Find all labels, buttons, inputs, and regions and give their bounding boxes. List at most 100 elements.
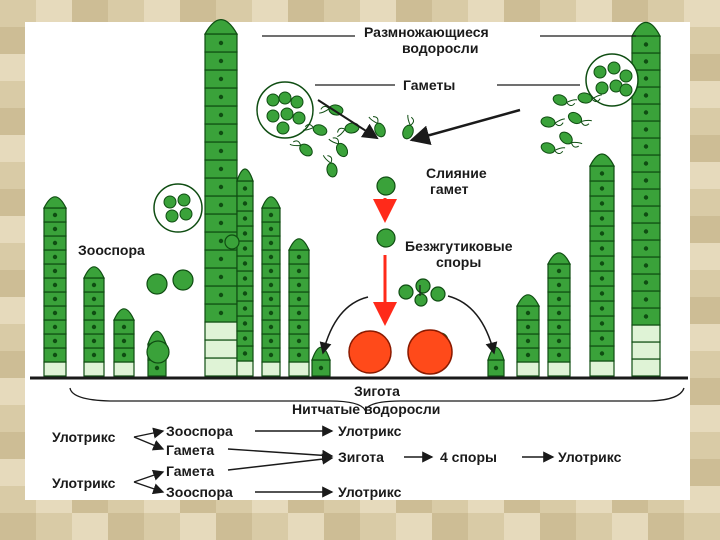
cell-nucleus bbox=[268, 254, 274, 260]
bg-tile bbox=[684, 297, 720, 324]
cell-nucleus bbox=[218, 238, 224, 244]
filament-tip bbox=[83, 266, 105, 279]
young-zygote bbox=[376, 228, 396, 248]
bg-tile bbox=[684, 108, 720, 135]
gametes-label: Гаметы bbox=[403, 77, 456, 93]
cell-nucleus bbox=[525, 352, 531, 358]
algae-filament bbox=[43, 196, 67, 377]
gamete-in-sac bbox=[593, 65, 607, 79]
reproducing-algae-label: Размножающиеся bbox=[364, 24, 489, 40]
cell-nucleus bbox=[318, 365, 324, 371]
cell-nucleus bbox=[599, 216, 605, 221]
gamete-fusion-label-line2: гамет bbox=[430, 181, 469, 197]
gamete-in-sac bbox=[179, 207, 193, 221]
cell-nucleus bbox=[599, 351, 605, 356]
filament-cell bbox=[547, 361, 571, 377]
cell-nucleus bbox=[643, 263, 649, 268]
cell-nucleus bbox=[268, 226, 274, 232]
algae-filament bbox=[487, 346, 505, 377]
motile-gamete bbox=[319, 104, 344, 116]
bg-tile bbox=[684, 135, 720, 162]
bg-tile bbox=[684, 270, 720, 297]
cell-nucleus bbox=[599, 336, 605, 341]
spore-arrow-left bbox=[319, 296, 369, 355]
filament-cell bbox=[261, 361, 281, 377]
bg-tile bbox=[684, 432, 720, 459]
cell-nucleus bbox=[556, 268, 562, 274]
cell-nucleus bbox=[268, 338, 274, 344]
cell-nucleus bbox=[296, 268, 302, 274]
cell-nucleus bbox=[643, 76, 649, 81]
bg-tile bbox=[684, 324, 720, 351]
cell-nucleus bbox=[242, 201, 248, 206]
bg-tile bbox=[612, 513, 648, 540]
algae-filament bbox=[203, 19, 239, 377]
cell-nucleus bbox=[242, 216, 248, 221]
filament-tip bbox=[516, 294, 540, 307]
cell-nucleus bbox=[296, 254, 302, 260]
cell-nucleus bbox=[643, 280, 649, 285]
bg-tile bbox=[684, 405, 720, 432]
gamete-in-sac bbox=[163, 195, 177, 209]
gamete-in-sac bbox=[177, 193, 191, 207]
cell-nucleus bbox=[91, 352, 97, 358]
filament-tip bbox=[203, 19, 239, 35]
cell-nucleus bbox=[599, 171, 605, 176]
bg-tile bbox=[684, 189, 720, 216]
cell-nucleus bbox=[643, 42, 649, 47]
bg-tile bbox=[684, 459, 720, 486]
cell-nucleus bbox=[242, 276, 248, 281]
cell-nucleus bbox=[218, 220, 224, 226]
cell-nucleus bbox=[296, 310, 302, 316]
gamete-fusion-label: Слияние bbox=[426, 165, 487, 181]
filament-cell bbox=[631, 341, 661, 360]
cell-nucleus bbox=[52, 338, 58, 344]
algae-filament bbox=[547, 252, 571, 377]
cell-nucleus bbox=[643, 229, 649, 234]
bg-tile bbox=[36, 513, 72, 540]
cell-nucleus bbox=[242, 351, 248, 356]
cell-nucleus bbox=[643, 297, 649, 302]
scheme-row4-zoospore: Зооспора bbox=[166, 484, 233, 500]
scheme-row1-result: Улотрикс bbox=[338, 423, 402, 439]
cell-nucleus bbox=[91, 310, 97, 316]
cell-nucleus bbox=[52, 268, 58, 274]
motile-gamete bbox=[577, 92, 602, 104]
cell-nucleus bbox=[268, 240, 274, 246]
scheme-row4-result: Улотрикс bbox=[338, 484, 402, 500]
algae-filament bbox=[311, 346, 331, 377]
bg-tile bbox=[684, 27, 720, 54]
cell-nucleus bbox=[599, 231, 605, 236]
cell-nucleus bbox=[493, 365, 499, 371]
filament-tip bbox=[631, 21, 661, 37]
filament-cell bbox=[631, 358, 661, 377]
cell-nucleus bbox=[218, 292, 224, 298]
cell-nucleus bbox=[296, 352, 302, 358]
zygote-cell bbox=[348, 330, 392, 374]
cell-nucleus bbox=[218, 40, 224, 46]
cell-nucleus bbox=[296, 324, 302, 330]
cell-nucleus bbox=[154, 365, 160, 371]
bg-tile bbox=[504, 513, 540, 540]
motile-gamete bbox=[552, 94, 578, 107]
cell-nucleus bbox=[91, 324, 97, 330]
gamete-in-sac bbox=[619, 83, 633, 97]
bg-tile bbox=[576, 513, 612, 540]
algae-filament bbox=[236, 168, 254, 377]
bg-tile bbox=[684, 216, 720, 243]
cell-nucleus bbox=[52, 352, 58, 358]
cell-nucleus bbox=[268, 352, 274, 358]
filament-cell bbox=[204, 321, 238, 341]
bg-tile bbox=[396, 513, 432, 540]
cell-nucleus bbox=[52, 282, 58, 288]
cell-nucleus bbox=[268, 310, 274, 316]
spore-arrow-right bbox=[447, 295, 498, 355]
cell-nucleus bbox=[121, 324, 127, 330]
cell-nucleus bbox=[525, 310, 531, 316]
bg-tile bbox=[432, 513, 468, 540]
bg-tile bbox=[72, 513, 108, 540]
motile-gamete bbox=[322, 155, 338, 178]
cell-nucleus bbox=[643, 127, 649, 132]
bg-tile bbox=[684, 486, 720, 513]
gamete-in-sac bbox=[607, 61, 621, 75]
